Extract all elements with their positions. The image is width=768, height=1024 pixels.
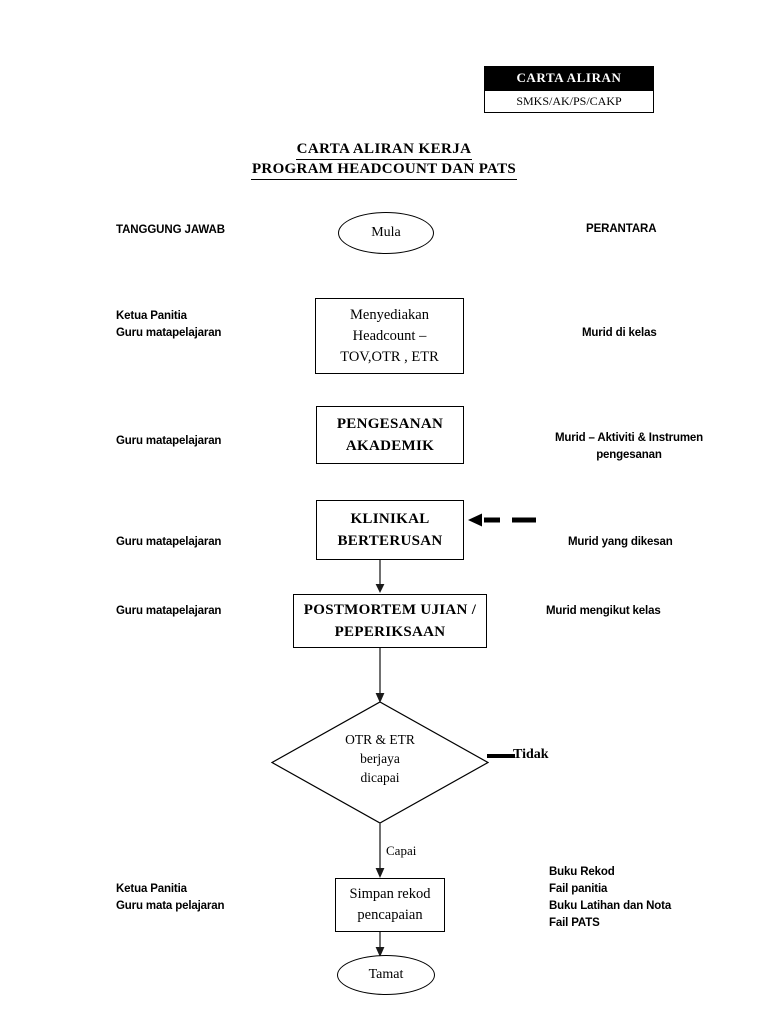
flow-node-step4-line-1: POSTMORTEM UJIAN / (303, 602, 477, 618)
edge-label-decision-no: Tidak (513, 747, 549, 762)
responsibility-step1: Ketua Panitia Guru matapelajaran (116, 308, 221, 342)
flow-node-step5[interactable]: Simpan rekod pencapaian (335, 878, 445, 932)
connector-step4-to-decision (373, 648, 387, 704)
flow-node-step3-line-2: BERTERUSAN (337, 533, 443, 549)
page-title-line-2: PROGRAM HEADCOUNT DAN PATS (250, 160, 518, 180)
flow-node-step5-line-1: Simpan rekod (349, 886, 431, 902)
flow-node-step1-line-3: TOV,OTR , ETR (340, 348, 439, 365)
stamp-title: CARTA ALIRAN (485, 67, 653, 90)
responsibility-step5: Ketua Panitia Guru mata pelajaran (116, 881, 225, 915)
intermediary-step1: Murid di kelas (582, 325, 657, 342)
flow-node-step1-line-2: Headcount – (352, 327, 427, 344)
intermediary-step3-line-1: Murid yang dikesan (568, 536, 673, 548)
page-title-line-1: CARTA ALIRAN KERJA (295, 140, 473, 160)
intermediary-step2-line-1: Murid – Aktiviti & Instrumen (554, 432, 704, 444)
flow-node-start-label: Mula (371, 225, 401, 240)
flow-node-step3-line-1: KLINIKAL (350, 511, 430, 527)
flow-node-end[interactable]: Tamat (337, 955, 435, 995)
responsibility-step1-line-1: Ketua Panitia (116, 310, 187, 322)
document-stamp-box: CARTA ALIRAN SMKS/AK/PS/CAKP (484, 66, 654, 114)
stamp-document-code: SMKS/AK/PS/CAKP (485, 89, 653, 113)
connector-step3-to-step4 (373, 560, 387, 594)
responsibility-step3: Guru matapelajaran (116, 534, 221, 551)
flow-node-decision-text: OTR & ETR berjaya dicapai (271, 730, 489, 787)
flow-node-end-label: Tamat (368, 967, 404, 982)
flow-node-step2-line-2: AKADEMIK (345, 438, 435, 454)
connector-decision-no (487, 750, 515, 762)
flow-node-step2-line-1: PENGESANAN (336, 416, 444, 432)
responsibility-step5-line-1: Ketua Panitia (116, 883, 187, 895)
flow-node-start[interactable]: Mula (338, 212, 434, 254)
flow-node-step1[interactable]: Menyediakan Headcount – TOV,OTR , ETR (315, 298, 464, 374)
responsibility-step4: Guru matapelajaran (116, 603, 221, 620)
flow-node-step2[interactable]: PENGESANAN AKADEMIK (316, 406, 464, 464)
flow-node-decision-line-2: berjaya (360, 751, 400, 766)
intermediary-step5-line-2: Fail panitia (549, 883, 608, 895)
connector-feedback-dashed (462, 508, 538, 532)
flow-node-step4-line-2: PEPERIKSAAN (334, 624, 446, 640)
responsibility-step1-line-2: Guru matapelajaran (116, 327, 222, 339)
responsibility-step5-line-2: Guru mata pelajaran (116, 900, 225, 912)
responsibility-step4-line-1: Guru matapelajaran (116, 605, 222, 617)
intermediary-step2: Murid – Aktiviti & Instrumen pengesanan (516, 430, 742, 464)
flow-node-decision-line-3: dicapai (360, 770, 400, 785)
intermediary-step4: Murid mengikut kelas (546, 603, 661, 620)
intermediary-step5: Buku Rekod Fail panitia Buku Latihan dan… (549, 864, 671, 932)
column-header-responsibility: TANGGUNG JAWAB (116, 224, 225, 236)
intermediary-step5-line-1: Buku Rekod (549, 866, 615, 878)
intermediary-step3: Murid yang dikesan (568, 534, 673, 551)
intermediary-step5-line-4: Fail PATS (549, 917, 600, 929)
responsibility-step2: Guru matapelajaran (116, 433, 221, 450)
intermediary-step2-line-2: pengesanan (596, 449, 662, 461)
connector-step5-to-end (373, 932, 387, 958)
responsibility-step2-line-1: Guru matapelajaran (116, 435, 222, 447)
intermediary-step5-line-3: Buku Latihan dan Nota (549, 900, 672, 912)
flow-node-step3[interactable]: KLINIKAL BERTERUSAN (316, 500, 464, 560)
intermediary-step4-line-1: Murid mengikut kelas (546, 605, 661, 617)
flow-node-decision-line-1: OTR & ETR (345, 732, 415, 747)
page-title: CARTA ALIRAN KERJA PROGRAM HEADCOUNT DAN… (0, 140, 768, 180)
connector-decision-yes (373, 823, 387, 879)
column-header-intermediary: PERANTARA (586, 223, 657, 235)
flow-node-step5-line-2: pencapaian (357, 907, 423, 923)
flow-node-step1-line-1: Menyediakan (350, 306, 429, 323)
flow-node-step4[interactable]: POSTMORTEM UJIAN / PEPERIKSAAN (293, 594, 487, 648)
responsibility-step3-line-1: Guru matapelajaran (116, 536, 222, 548)
edge-label-decision-yes: Capai (386, 843, 417, 858)
intermediary-step1-line-1: Murid di kelas (582, 327, 657, 339)
